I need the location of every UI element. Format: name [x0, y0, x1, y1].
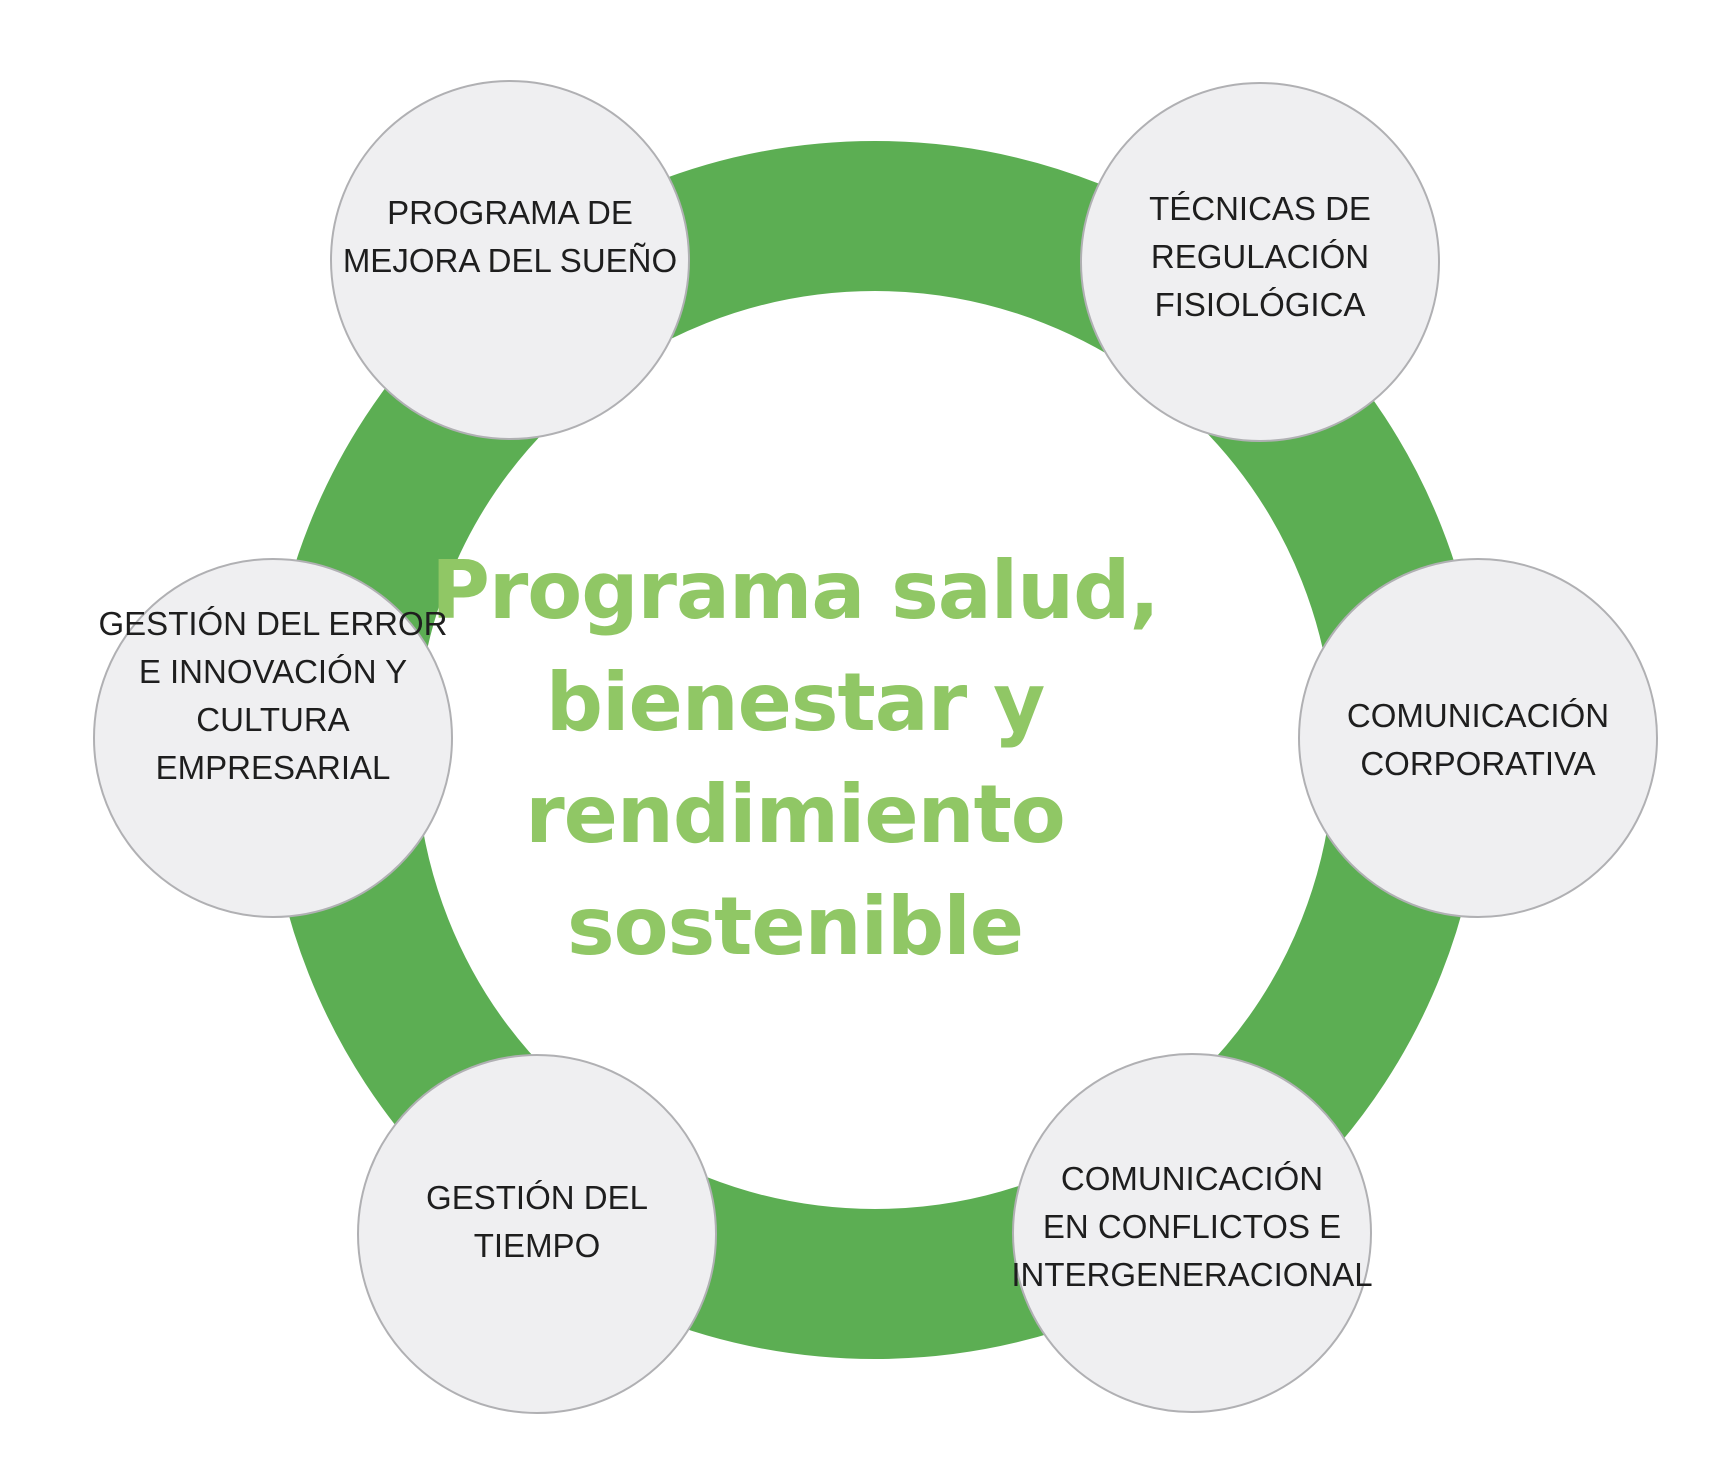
cycle-node-gestion-error-innovacion-cultura: GESTIÓN DEL ERROR E INNOVACIÓN Y CULTURA… [93, 558, 453, 918]
cycle-node-tecnicas-regulacion-fisiologica: TÉCNICAS DE REGULACIÓN FISIOLÓGICA [1080, 82, 1440, 442]
cycle-node-comunicacion-corporativa: COMUNICACIÓN CORPORATIVA [1298, 558, 1658, 918]
node-label: COMUNICACIÓN CORPORATIVA [1346, 697, 1610, 782]
cycle-node-comunicacion-conflictos-intergeneracional: COMUNICACIÓN EN CONFLICTOS E INTERGENERA… [1011, 1053, 1373, 1413]
node-label: GESTIÓN DEL ERROR E INNOVACIÓN Y CULTURA… [98, 605, 448, 786]
diagram-title: Programa salud, bienestar y rendimiento … [431, 544, 1160, 973]
node-label: COMUNICACIÓN EN CONFLICTOS E INTERGENERA… [1011, 1160, 1373, 1293]
node-label: TÉCNICAS DE REGULACIÓN FISIOLÓGICA [1149, 190, 1371, 323]
node-label: GESTIÓN DEL TIEMPO [426, 1179, 648, 1264]
cycle-node-gestion-tiempo: GESTIÓN DEL TIEMPO [357, 1054, 717, 1414]
node-label: PROGRAMA DE MEJORA DEL SUEÑO [342, 194, 678, 279]
cycle-node-programa-mejora-sueno: PROGRAMA DE MEJORA DEL SUEÑO [330, 80, 690, 440]
